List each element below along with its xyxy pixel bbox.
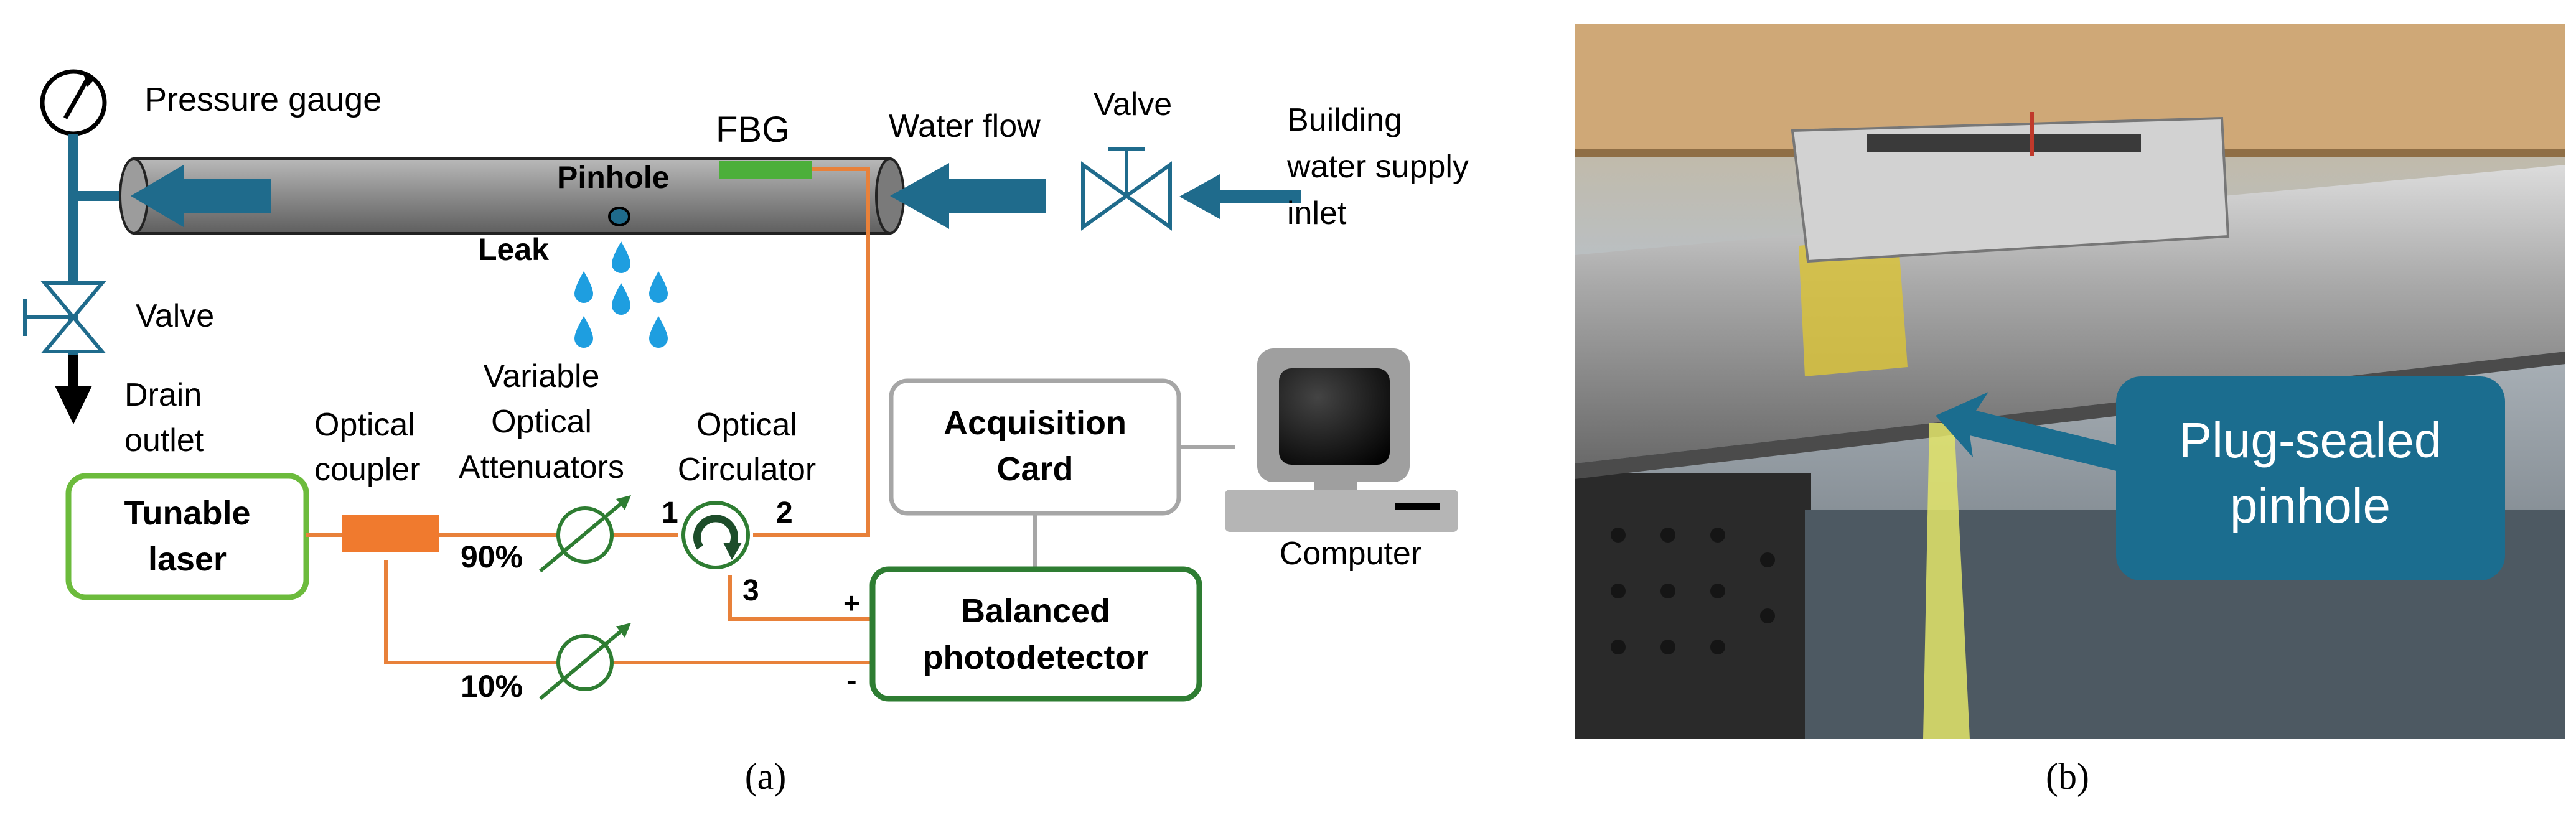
attenuator-top-icon	[539, 495, 631, 573]
valve-top-label: Valve	[1094, 86, 1172, 123]
building-label-1: Building	[1287, 102, 1402, 138]
pct-10-label: 10%	[461, 669, 523, 704]
optical-coupler-box	[342, 515, 439, 552]
acquisition-card-box	[889, 378, 1181, 516]
panel-a: Pressure gauge Pinhole Leak	[23, 69, 1469, 797]
caption-a: (a)	[745, 756, 787, 797]
atten-label-2: Optical	[491, 404, 592, 440]
leak-label: Leak	[478, 232, 549, 267]
valve-top-icon	[1081, 147, 1172, 231]
pct-90-label: 90%	[461, 539, 523, 574]
laser-label-2: laser	[148, 541, 227, 578]
pinhole-label: Pinhole	[557, 160, 670, 195]
atten-label-1: Variable	[484, 358, 600, 394]
fbg-sensor	[719, 161, 812, 179]
coupler-label-1: Optical	[314, 407, 415, 443]
acq-label-1: Acquisition	[944, 404, 1126, 442]
pd-label-2: photodetector	[923, 639, 1149, 676]
caption-b: (b)	[2046, 756, 2089, 797]
flow-arrow-left-icon	[131, 165, 271, 227]
drain-label-2: outlet	[124, 422, 204, 459]
circ-label-1: Optical	[696, 407, 797, 443]
water-drops-icon	[574, 241, 668, 348]
attenuator-bottom-icon	[539, 623, 631, 701]
pd-label-1: Balanced	[961, 592, 1110, 630]
port-3-label: 3	[742, 574, 759, 607]
plus-label: +	[843, 587, 860, 619]
callout-label-2: pinhole	[2230, 478, 2391, 533]
drain-arrow-shaft	[68, 355, 78, 389]
valve-left-icon	[23, 281, 106, 353]
flow-arrow-right-icon	[890, 163, 1046, 229]
callout-box	[2116, 376, 2505, 580]
laser-label-1: Tunable	[124, 495, 250, 532]
callout-arrow-icon	[1936, 392, 2129, 472]
computer-icon	[1225, 348, 1458, 532]
water-flow-label: Water flow	[889, 108, 1041, 144]
port-1-label: 1	[662, 496, 678, 529]
inlet-arrow-icon	[1179, 174, 1301, 219]
building-label-3: inlet	[1287, 195, 1347, 231]
building-label-2: water supply	[1286, 149, 1469, 185]
pressure-gauge-icon	[40, 69, 107, 136]
port-2-label: 2	[776, 496, 793, 529]
callout-label-1: Plug-sealed	[2179, 412, 2442, 468]
acq-label-2: Card	[996, 450, 1073, 488]
circ-label-2: Circulator	[678, 452, 817, 488]
coupler-label-2: coupler	[314, 452, 421, 488]
optical-circulator-icon	[681, 501, 750, 569]
valve-left-label: Valve	[136, 298, 214, 334]
fbg-label: FBG	[716, 109, 790, 150]
minus-label: -	[846, 663, 857, 697]
optical-fibers	[384, 167, 873, 664]
drain-label-1: Drain	[124, 377, 202, 413]
pinhole-icon	[608, 207, 630, 226]
drain-arrow-icon	[55, 386, 92, 424]
photodetector-box	[869, 566, 1202, 702]
computer-label: Computer	[1280, 536, 1421, 572]
pressure-gauge-label: Pressure gauge	[144, 81, 382, 118]
atten-label-3: Attenuators	[459, 449, 624, 485]
